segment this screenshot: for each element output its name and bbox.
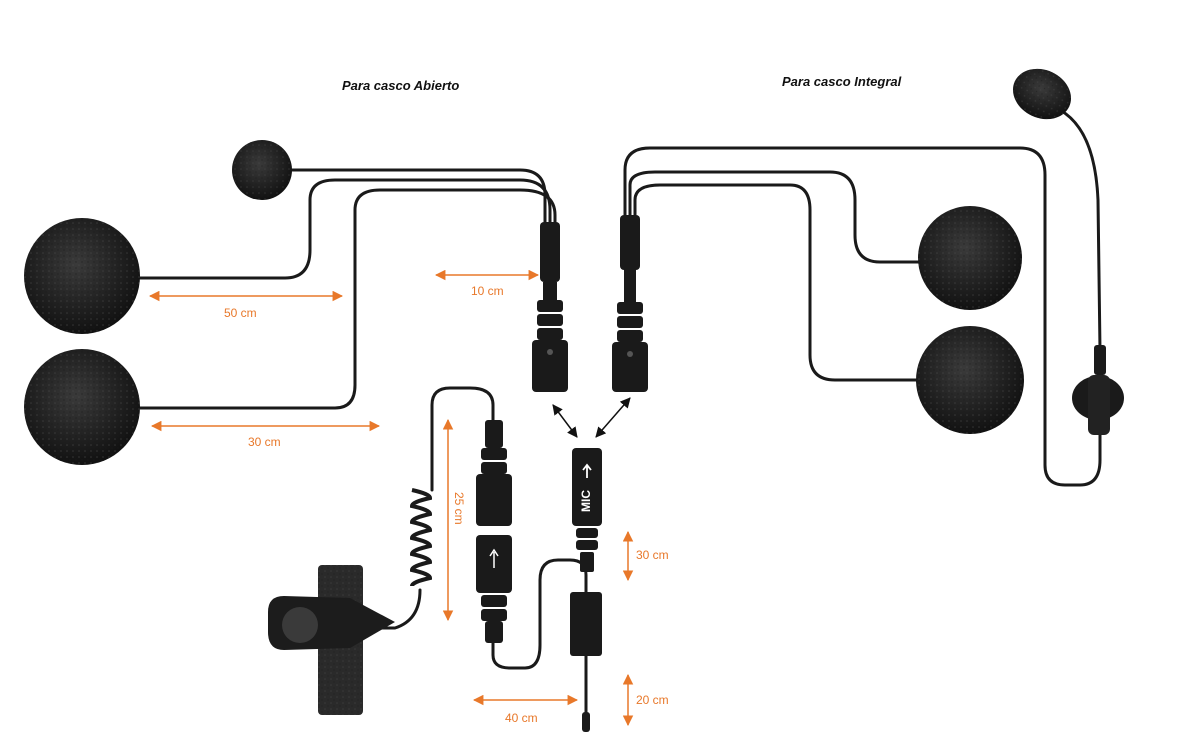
dimension-label-10cm: 10 cm xyxy=(471,284,504,298)
open-helmet-speaker-top xyxy=(24,218,140,334)
coiled-cord xyxy=(409,488,433,587)
mic-arrow-icon xyxy=(582,463,592,478)
connection-arrows xyxy=(552,397,631,438)
open-helmet-cables xyxy=(138,168,557,410)
ptt-cables xyxy=(358,386,588,717)
mic-connector-label: MIC xyxy=(579,490,593,512)
open-helmet-speaker-bottom xyxy=(24,349,140,465)
full-helmet-boom-mic xyxy=(1012,68,1124,435)
jack-plug xyxy=(582,712,590,732)
full-helmet-speaker-bottom xyxy=(916,326,1024,434)
open-helmet-caption: Para casco Abierto xyxy=(342,78,460,93)
dimension-label-40cm: 40 cm xyxy=(505,711,538,725)
dimension-label-50cm: 50 cm xyxy=(224,306,257,320)
dimension-label-30cm-left: 30 cm xyxy=(248,435,281,449)
full-helmet-connector xyxy=(612,215,648,392)
dimension-label-20cm: 20 cm xyxy=(636,693,669,707)
full-helmet-caption: Para casco Integral xyxy=(782,74,902,89)
ptt-upper-connector xyxy=(476,420,512,526)
dimension-label-30cm-right: 30 cm xyxy=(636,548,669,562)
ptt-lower-connector xyxy=(476,535,512,643)
dimension-arrows xyxy=(148,269,634,727)
mic-connector xyxy=(572,448,602,572)
full-helmet-speaker-top xyxy=(918,206,1022,310)
open-helmet-connector xyxy=(532,222,568,392)
open-helmet-mic xyxy=(232,140,292,200)
inline-switch-box xyxy=(570,592,602,656)
ptt-strap xyxy=(268,565,395,715)
full-helmet-cables xyxy=(623,108,1102,487)
dimension-label-25cm: 25 cm xyxy=(452,492,466,525)
